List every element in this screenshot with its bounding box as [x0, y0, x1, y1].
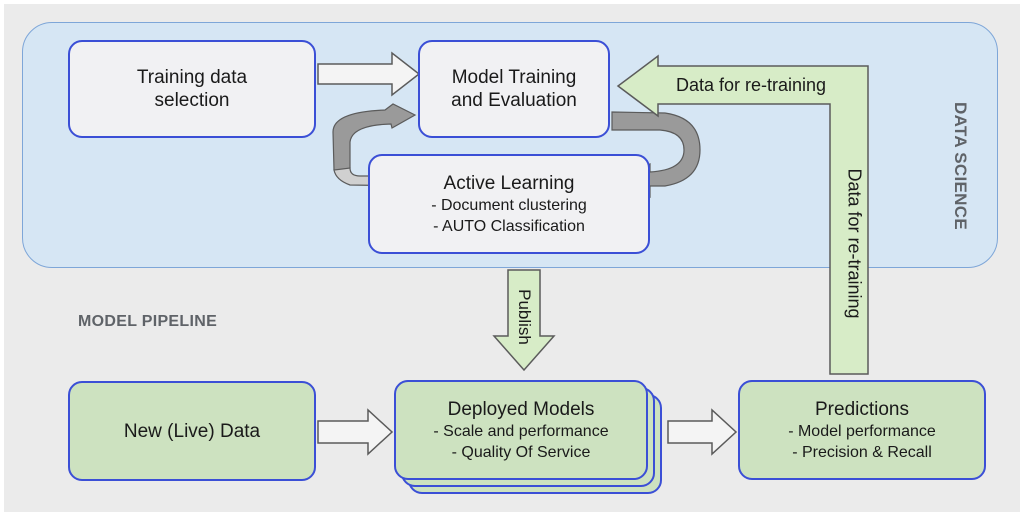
- training-data-title: Training data selection: [136, 67, 248, 111]
- model-training-node[interactable]: Model Training and Evaluation: [418, 40, 610, 138]
- new-live-data-node[interactable]: New (Live) Data: [68, 381, 316, 481]
- active-learning-title: Active Learning: [443, 172, 575, 194]
- model-pipeline-label: MODEL PIPELINE: [78, 313, 218, 330]
- predictions-title: Predictions: [815, 398, 909, 420]
- deployed-models-title: Deployed Models: [447, 398, 595, 420]
- model-training-title-2: and Evaluation: [451, 90, 577, 111]
- training-data-selection-node[interactable]: Training data selection: [68, 40, 316, 138]
- deployed-models-item: - Quality Of Service: [451, 443, 591, 461]
- data-science-label: DATA SCIENCE: [951, 102, 970, 230]
- predictions-node[interactable]: Predictions - Model performance - Precis…: [738, 380, 986, 480]
- publish-label: Publish: [515, 289, 534, 345]
- predictions-item: - Precision & Recall: [792, 443, 932, 461]
- deployed-models-node[interactable]: Deployed Models - Scale and performance …: [394, 380, 648, 480]
- active-learning-item: - Document clustering: [431, 196, 587, 214]
- predictions-item: - Model performance: [788, 422, 936, 440]
- deployed-models-item: - Scale and performance: [433, 422, 609, 440]
- new-data-title: New (Live) Data: [123, 420, 261, 442]
- active-learning-item: - AUTO Classification: [433, 217, 585, 235]
- model-training-title-1: Model Training: [451, 67, 577, 88]
- active-learning-node[interactable]: Active Learning - Document clustering - …: [368, 154, 650, 254]
- retraining-vertical-label: Data for re-training: [844, 168, 865, 319]
- retraining-horizontal-label: Data for re-training: [676, 75, 827, 95]
